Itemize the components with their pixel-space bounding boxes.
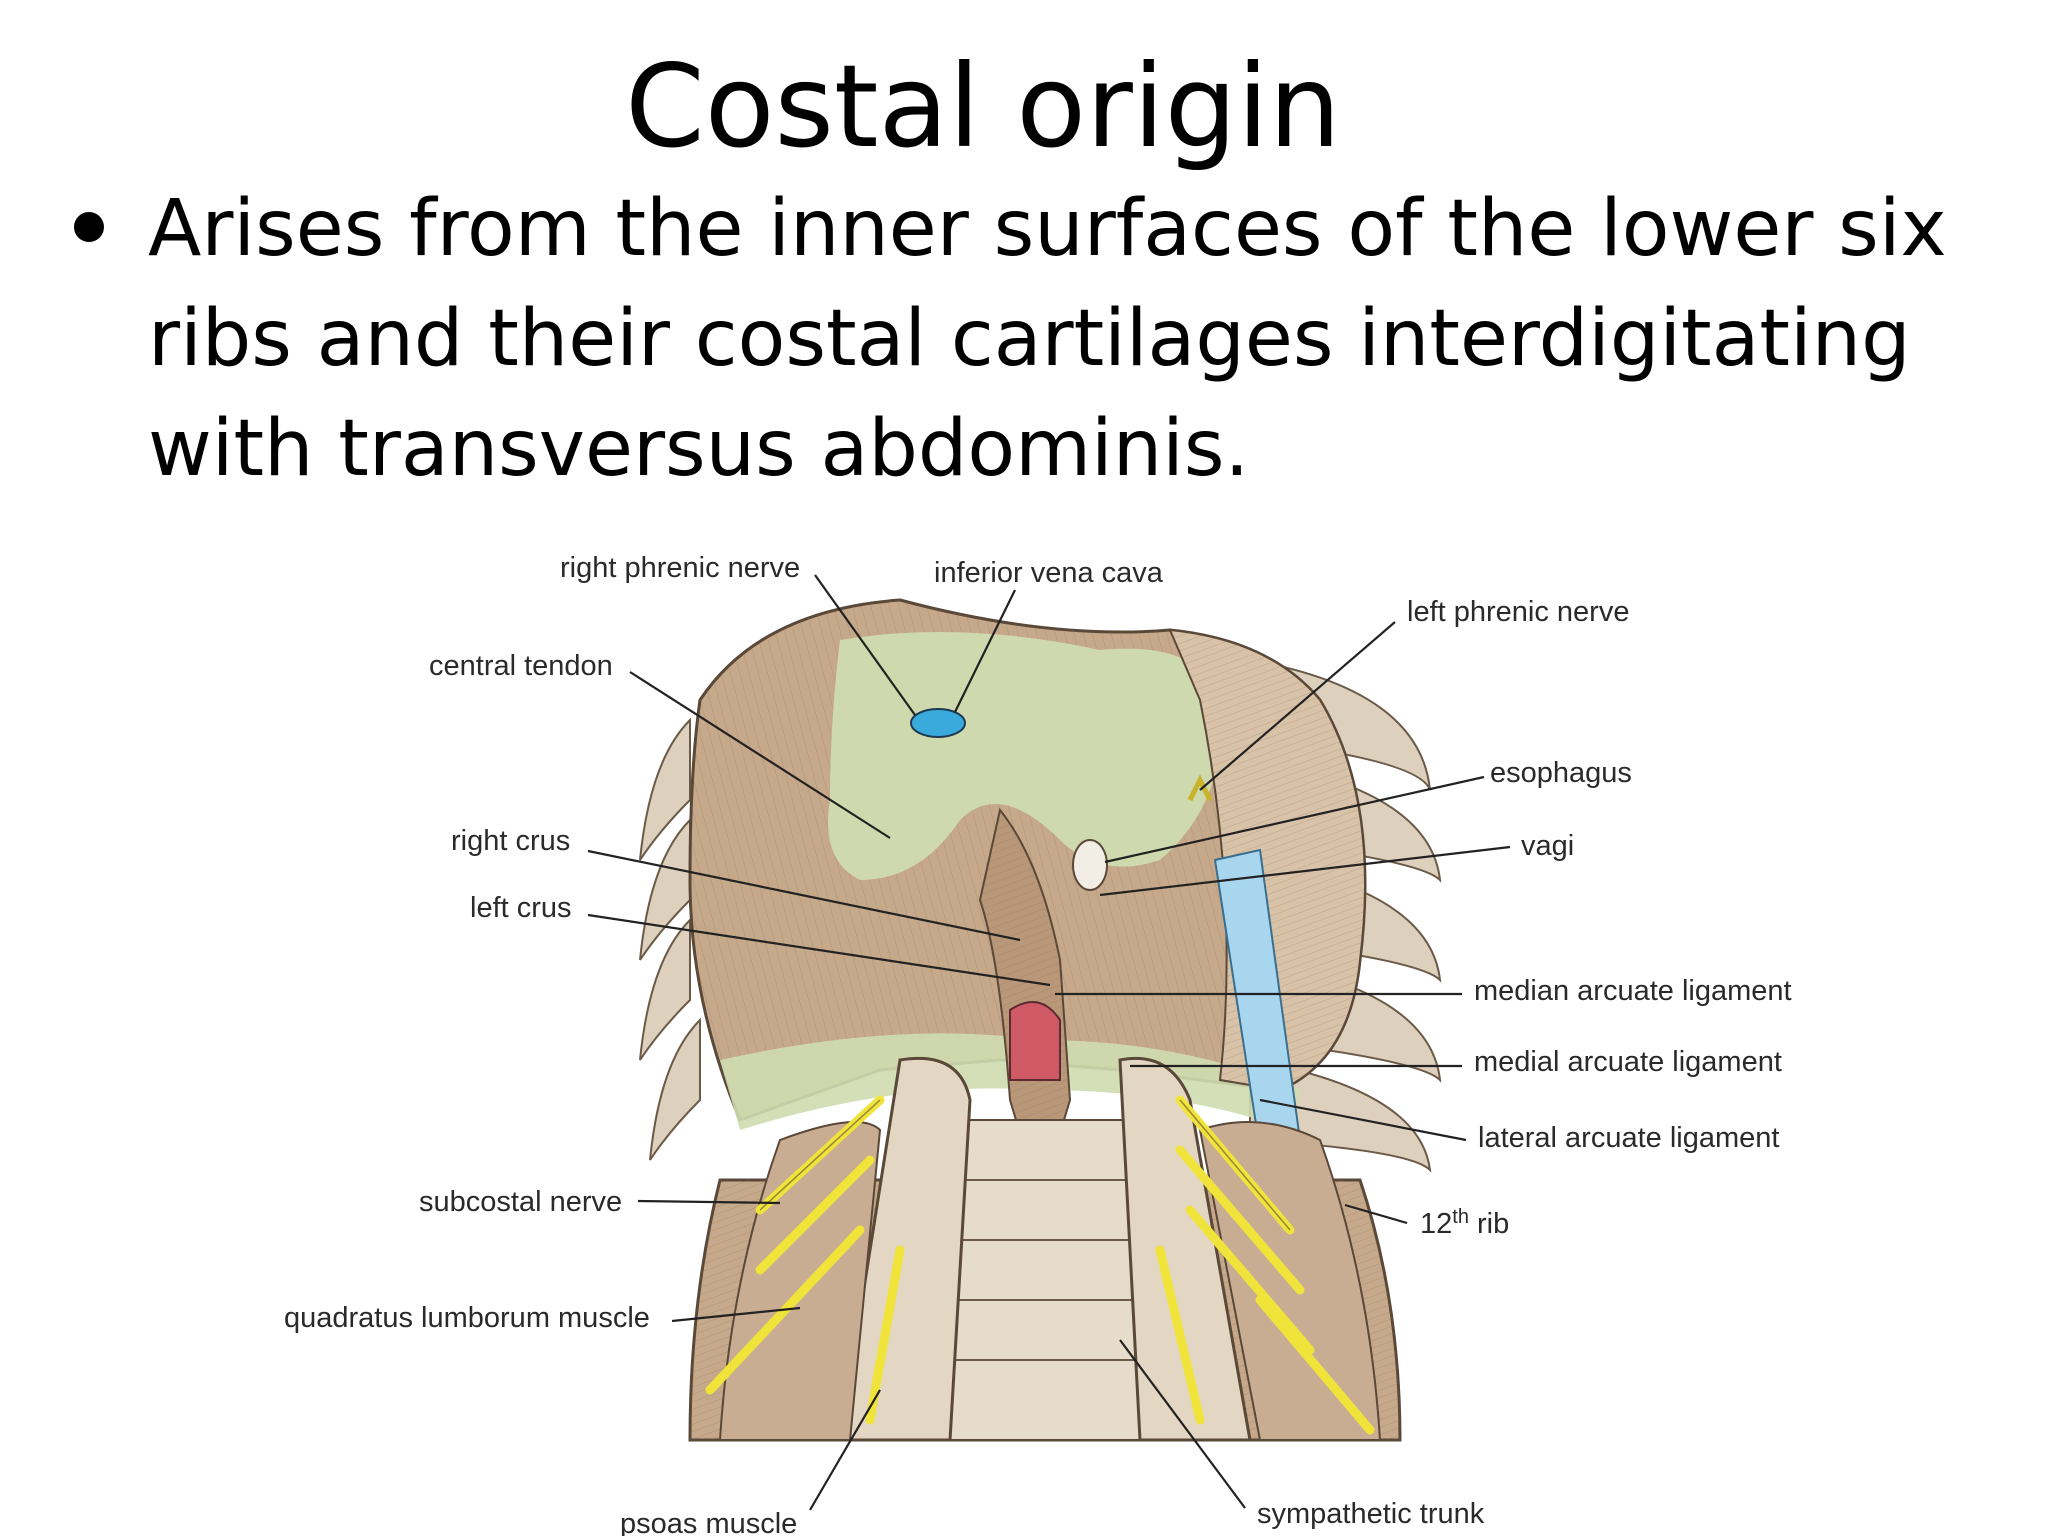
inferior-vena-cava-opening xyxy=(910,708,966,738)
label-sympathetic-trunk: sympathetic trunk xyxy=(1257,1498,1485,1530)
leader-psoas xyxy=(809,1389,881,1511)
label-medial-arcuate-ligament: medial arcuate ligament xyxy=(1474,1046,1782,1078)
leader-esophagus xyxy=(1104,775,1485,864)
aorta xyxy=(1009,1001,1061,1081)
nerve-line xyxy=(755,1155,875,1275)
left-phrenic-nerve-mark xyxy=(1187,774,1213,802)
leader-quadratus xyxy=(671,1306,801,1323)
nerve-outlines xyxy=(759,1099,1291,1231)
diagram-labels: right phrenic nerve inferior vena cava l… xyxy=(284,552,1792,1536)
leader-sympathetic-trunk xyxy=(1119,1339,1246,1509)
leader-twelfth-rib xyxy=(1344,1203,1408,1225)
nerve-line xyxy=(1155,1245,1205,1425)
label-psoas-muscle: psoas muscle xyxy=(620,1508,797,1536)
nerve-line xyxy=(1185,1205,1315,1355)
rib-shape xyxy=(649,1017,701,1161)
label-twelfth-rib: 12th rib xyxy=(1420,1206,1509,1240)
label-left-phrenic-nerve: left phrenic nerve xyxy=(1407,596,1629,628)
nerve-line xyxy=(1255,1295,1375,1435)
bullet-text-line-1: Arises from the inner surfaces of the lo… xyxy=(148,184,1947,274)
twelfth-rib-word: rib xyxy=(1469,1208,1509,1240)
leader-left-crus xyxy=(587,913,1051,987)
central-tendon-area xyxy=(828,632,1222,880)
vertebra-lines xyxy=(954,1179,1136,1361)
leader-right-crus xyxy=(587,849,1021,942)
nerve-line xyxy=(1175,1145,1305,1295)
leader-vagi xyxy=(1099,845,1511,897)
leader-inferior-vena-cava xyxy=(954,589,1016,713)
label-central-tendon: central tendon xyxy=(429,650,613,682)
leader-right-phrenic-nerve xyxy=(814,574,916,716)
label-subcostal-nerve: subcostal nerve xyxy=(419,1186,622,1218)
leader-left-phrenic-nerve xyxy=(1199,621,1396,791)
label-right-phrenic-nerve: right phrenic nerve xyxy=(560,552,800,584)
twelfth-rib-number: 12 xyxy=(1420,1208,1452,1240)
leader-central-tendon xyxy=(629,671,891,839)
label-inferior-vena-cava: inferior vena cava xyxy=(934,557,1164,589)
twelfth-rib-superscript: th xyxy=(1452,1206,1469,1228)
nerve-line xyxy=(865,1245,905,1425)
label-quadratus-lumborum-muscle: quadratus lumborum muscle xyxy=(284,1302,650,1334)
label-vagi: vagi xyxy=(1521,830,1574,862)
bullet-point xyxy=(74,212,104,242)
nerve-outline xyxy=(1179,1099,1291,1231)
slide-title: Costal origin xyxy=(625,40,1341,173)
rib-shape xyxy=(639,717,691,861)
vertebral-column xyxy=(948,1119,1142,1441)
leader-lateral-arcuate xyxy=(1259,1098,1467,1142)
label-left-crus: left crus xyxy=(470,892,572,924)
nerve-outline xyxy=(759,1099,881,1211)
leader-subcostal-nerve xyxy=(637,1199,781,1205)
bullet-text-line-2: ribs and their costal cartilages interdi… xyxy=(148,294,1911,384)
esophagus-opening xyxy=(1072,839,1108,891)
leader-lines xyxy=(587,574,1511,1511)
label-esophagus: esophagus xyxy=(1490,757,1632,789)
bullet-text-line-3: with transversus abdominis. xyxy=(148,404,1250,494)
label-lateral-arcuate-ligament: lateral arcuate ligament xyxy=(1478,1122,1779,1154)
label-right-crus: right crus xyxy=(451,825,570,857)
rib-shape xyxy=(639,917,691,1061)
quadratus-right xyxy=(718,1121,882,1441)
label-median-arcuate-ligament: median arcuate ligament xyxy=(1474,975,1792,1007)
costal-muscle-left-texture xyxy=(1170,630,1365,1090)
